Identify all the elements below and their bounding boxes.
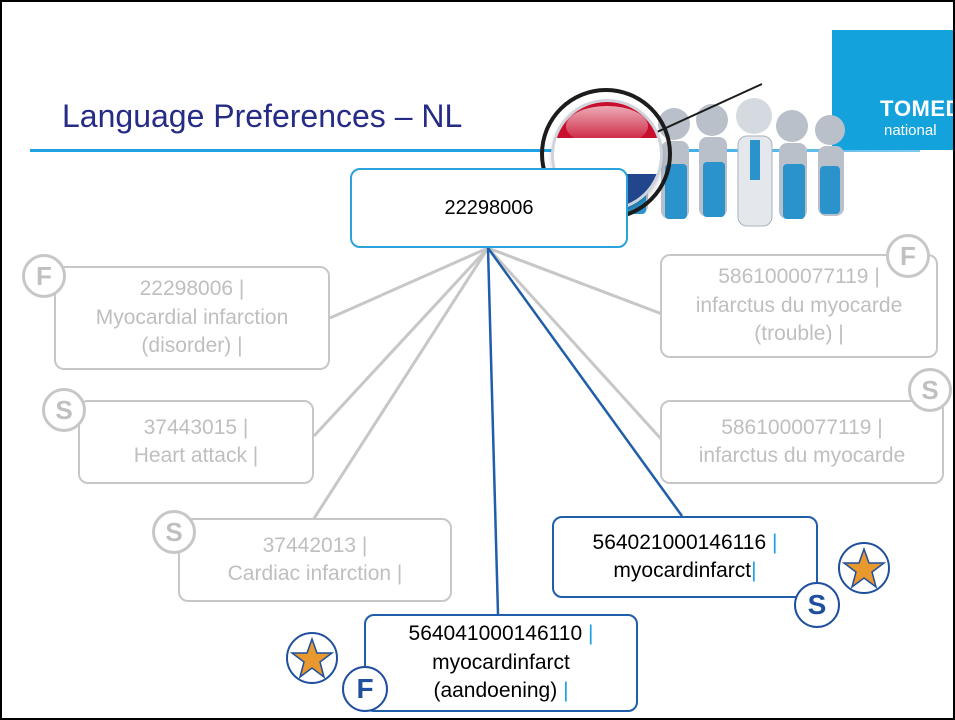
synonym-badge-icon: S [42, 388, 86, 432]
delimiter-bar: | [588, 622, 594, 646]
fsn-badge-icon: F [22, 254, 66, 298]
description-id: 37443015 | [143, 415, 249, 439]
description-node-synonym-cardiac-infarction: 37442013 | Cardiac infarction | [178, 518, 452, 602]
connector-grey [487, 246, 663, 316]
description-term: myocardinfarct [432, 650, 570, 674]
description-node-synonym-nl: 564021000146116 | myocardinfarct| [552, 516, 818, 598]
description-id: 5861000077119 | [721, 415, 883, 439]
description-id: 37442013 | [262, 533, 368, 557]
preferred-star-icon [838, 542, 890, 594]
delimiter-bar: | [772, 530, 778, 554]
description-term: infarctus du myocarde [698, 444, 906, 467]
description-node-synonym-fr: 5861000077119 | infarctus du myocarde [660, 400, 944, 484]
delimiter-bar: | [563, 679, 569, 703]
flag-shine [566, 106, 648, 146]
delimiter-bar: | [751, 559, 757, 582]
concept-id: 22298006 [444, 196, 534, 219]
netherlands-flag-icon [554, 102, 660, 208]
synonym-badge-icon: S [908, 368, 952, 412]
description-term-qualifier: (aandoening) [433, 679, 558, 703]
connector-active [486, 247, 684, 517]
connector-grey [312, 246, 490, 438]
description-term: Cardiac infarction | [227, 562, 403, 585]
fsn-badge-icon: F [342, 666, 388, 712]
concept-root-node: 22298006 [350, 168, 628, 248]
description-id: 564041000146110 [408, 622, 583, 646]
organization-logo: ТOMED national [832, 30, 955, 150]
connector-active [486, 247, 500, 615]
description-node-fsn-nl: 564041000146110 | myocardinfarct (aandoe… [364, 614, 638, 712]
description-id: 564021000146116 [592, 530, 767, 554]
synonym-badge-icon: S [152, 510, 196, 554]
preferred-star-icon [286, 632, 338, 684]
page-title: Language Preferences – NL [62, 98, 463, 134]
fsn-badge-icon: F [886, 234, 930, 278]
connector-grey [329, 246, 489, 320]
description-term: infarctus du myocarde (trouble) | [695, 293, 903, 346]
title-divider [30, 149, 920, 152]
logo-subtext: national [884, 122, 937, 139]
description-term: Heart attack | [133, 444, 259, 467]
description-id: 5861000077119 | [718, 265, 880, 289]
description-node-synonym-heart-attack: 37443015 | Heart attack | [78, 400, 314, 484]
description-node-fsn-en: 22298006 | Myocardial infarction (disord… [54, 266, 330, 370]
synonym-badge-icon: S [794, 582, 840, 628]
description-term: Myocardial infarction (disorder) | [95, 305, 289, 358]
description-term: myocardinfarct [613, 559, 752, 582]
connector-grey [486, 246, 664, 442]
description-id: 22298006 | [139, 277, 245, 301]
logo-text: ТOMED [880, 96, 955, 121]
people-group-illustration [619, 98, 845, 227]
connector-grey [284, 247, 490, 563]
